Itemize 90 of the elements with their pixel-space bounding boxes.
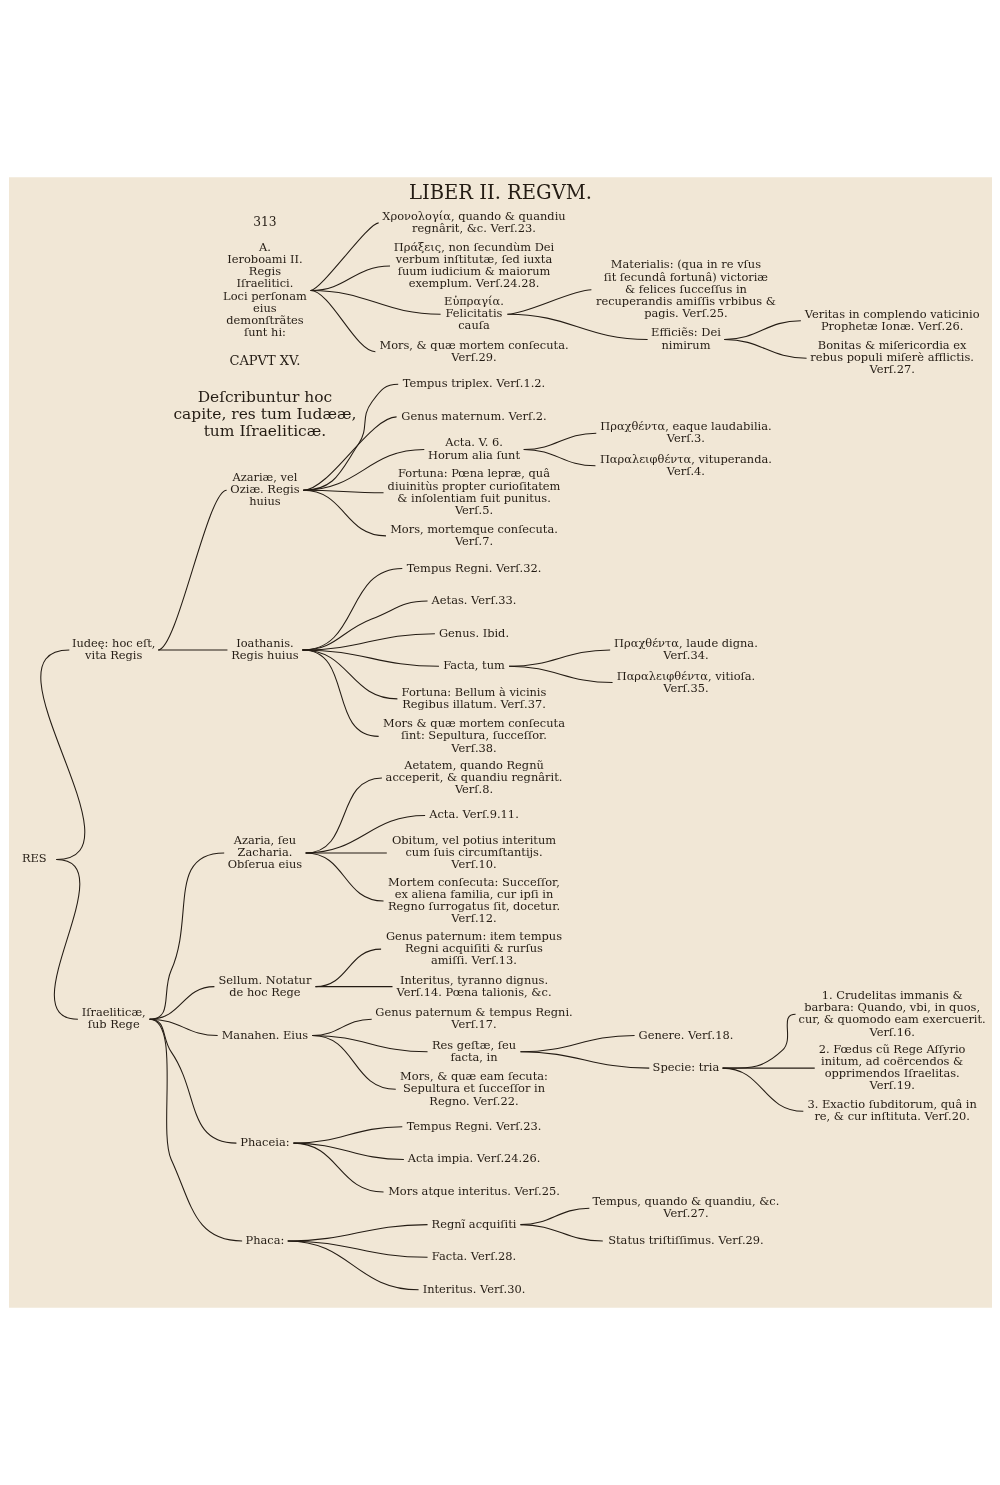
node-text: Manahen. Eius xyxy=(221,1027,308,1042)
node-text: Tempus triplex. Verſ.1.2. xyxy=(402,376,545,391)
connector xyxy=(309,222,379,292)
connector xyxy=(40,649,85,860)
node-text: Εὐπραγία. Felicitatis cauſa xyxy=(443,293,504,333)
node-text: Genus maternum. Verſ.2. xyxy=(400,408,547,423)
node-text: Aetatem, quando Regnũ acceperit, & quandiu regnârit. Verſ.8. xyxy=(385,757,562,797)
node-text: A. Ieroboami II. Regis Iſraelitici. Loci perſonam eius demonſtrãtes ſunt hi: xyxy=(222,239,307,340)
connector xyxy=(721,1067,815,1069)
connector xyxy=(519,1051,650,1069)
connector xyxy=(314,986,393,988)
node-text: Genus paternum: item tempus Regni acquiſiti & rurſus amiſſi. Verſ.13. xyxy=(385,928,562,968)
connector xyxy=(292,1142,404,1160)
node-text: Status triſtiſſimus. Verſ.29. xyxy=(607,1232,764,1247)
connector xyxy=(302,416,397,491)
connector xyxy=(148,1018,243,1242)
node-text: Tempus Regni. Verſ.23. xyxy=(406,1118,541,1133)
node-text: Πράξεις, non ſecundùm Dei verbum inſtitutæ, ſed iuxta ſuum iudicium & maiorum exemplum. Verſ.24.28. xyxy=(393,239,554,291)
node-text: Acta. V. 6. Horum alia ſunt xyxy=(427,435,520,462)
node-text: Sellum. Notatur de hoc Rege xyxy=(217,972,311,999)
node-text: Interitus, tyranno dignus. Verſ.14. Pœna talionis, &c. xyxy=(395,972,552,999)
node-text: Regnĩ acquiſiti xyxy=(431,1216,516,1231)
connector xyxy=(522,448,596,467)
connector xyxy=(309,290,376,353)
node-text: Tempus, quando & quandiu, &c. Verſ.27. xyxy=(591,1194,779,1221)
connector xyxy=(302,383,399,491)
connector xyxy=(292,1142,384,1193)
label: 313 xyxy=(252,214,277,229)
node-text: Fortuna: Bellum à vicinis Regibus illatum. Verſ.37. xyxy=(401,684,546,712)
connector xyxy=(292,1126,403,1144)
node-text: Phaca: xyxy=(245,1232,284,1247)
connector xyxy=(302,489,386,537)
node-text: Facta, tum xyxy=(442,658,505,673)
node-text: Fortuna: Pœna lepræ, quâ diuinitùs propter curioſitatem & inſolentiam fuit punitus. Verſ.5. xyxy=(387,466,560,518)
node-text: Bonitas & miſericordia ex rebus populi miſerè afflictis. Verſ.27. xyxy=(809,337,974,377)
connector xyxy=(148,852,225,1020)
node-text: Genus. Ibid. xyxy=(438,625,509,640)
node-text: Phaceia: xyxy=(239,1135,290,1150)
connector xyxy=(506,313,648,340)
node-text: Interitus. Verſ.30. xyxy=(422,1281,525,1296)
connector xyxy=(311,1035,396,1090)
node-text: Παραλειφθέντα, vitioſa. Verſ.35. xyxy=(616,668,755,695)
node-text: Veritas in complendo vaticinio Prophetæ Ionæ. Verſ.26. xyxy=(804,306,980,333)
node-text: Πραχθέντα, laude digna. Verſ.34. xyxy=(613,635,758,663)
node-text: RES xyxy=(21,851,47,866)
connector xyxy=(721,1067,804,1112)
connector xyxy=(148,986,215,1020)
node-text: 2. Fœdus cũ Rege Aſſyrio initum, ad coërcendos & opprimendos Iſraelitas. Verſ.19. xyxy=(818,1041,965,1093)
node-text: Res geſtæ, ſeu facta, in xyxy=(431,1037,516,1064)
node-text: Efficiẽs: Dei nimirum xyxy=(650,325,721,352)
node-text: 3. Exactio ſubditorum, quâ in re, & cur inſtituta. Verſ.20. xyxy=(806,1097,977,1124)
node-text: Genus paternum & tempus Regni. Verſ.17. xyxy=(374,1005,573,1032)
node-text: Acta. Verſ.9.11. xyxy=(428,807,519,822)
connector xyxy=(286,1240,419,1291)
node-text: 1. Crudelitas immanis & barbara: Quando, vbi, in quos, cur, & quomodo eam exercuerit. Verſ.16. xyxy=(798,988,986,1039)
connector xyxy=(157,649,228,651)
node-text: Παραλειφθέντα, vituperanda. Verſ.4. xyxy=(599,451,772,478)
node-text: Χρονολογία, quando & quandiu regnârit, &c. Verſ.23. xyxy=(381,208,566,236)
connector xyxy=(506,289,592,315)
node-text: Πραχθέντα, eaque laudabilia. Verſ.3. xyxy=(599,419,772,446)
node-text: Aetas. Verſ.33. xyxy=(431,593,516,608)
connector xyxy=(723,338,807,359)
node-text: Mors atque interitus. Verſ.25. xyxy=(387,1184,560,1199)
node-text: Ioathanis. Regis huius xyxy=(230,635,299,663)
node-text: Mors & quæ mortem conſecuta ſint: Sepultura, ſucceſſor. Verſ.38. xyxy=(382,716,565,755)
node-text: Genere. Verſ.18. xyxy=(638,1027,733,1042)
node-text: Acta impia. Verſ.24.26. xyxy=(407,1151,540,1166)
node-text: Mors, mortemque conſecuta. Verſ.7. xyxy=(389,521,558,548)
node-text: Facta. Verſ.28. xyxy=(431,1249,516,1264)
connector xyxy=(302,448,425,491)
connector xyxy=(508,665,613,684)
connector xyxy=(301,649,379,737)
label: CAPVT XV. xyxy=(228,353,300,369)
node-text: Mortem conſecuta: Succeſſor, ex aliena familia, cur ipſi in Regno ſurrogatus ſit, docetur. Verſ.12. xyxy=(387,874,560,926)
connector xyxy=(157,489,227,651)
node-text: Mors, & quæ eam ſecuta: Sepultura et ſucceſſor in Regno. Verſ.22. xyxy=(399,1069,548,1108)
diagram-title: LIBER II. REGVM. xyxy=(408,181,592,205)
connector xyxy=(53,858,80,1020)
node-text: Azaria, ſeu Zacharia. Obſerua eius xyxy=(227,832,302,872)
node-text: Mors, & quæ mortem conſecuta. Verſ.29. xyxy=(378,337,569,364)
node-text: Iudeę: hoc eſt, vita Regis xyxy=(71,635,155,663)
node-text: Azariæ, vel Oziæ. Regis huius xyxy=(229,470,299,509)
node-text: Specie: tria xyxy=(652,1060,719,1075)
node-text: Obitum, vel potius interitum cum ſuis circumſtantijs. Verſ.10. xyxy=(391,832,556,872)
label: Deſcribuntur hoc capite, res tum Iudææ, tum Iſraeliticæ. xyxy=(172,387,356,441)
connector xyxy=(519,1224,603,1242)
connector xyxy=(304,852,384,902)
node-text: Materialis: (qua in re vſus ſit ſecundâ fortunâ) victoriæ & felices ſucceſſus in recuperandis amiſſis vrbibus & pagis. Verſ.25. xyxy=(595,257,776,321)
node-text: Tempus Regni. Verſ.32. xyxy=(406,560,541,575)
node-text: Iſraeliticæ, ſub Rege xyxy=(81,1005,146,1032)
